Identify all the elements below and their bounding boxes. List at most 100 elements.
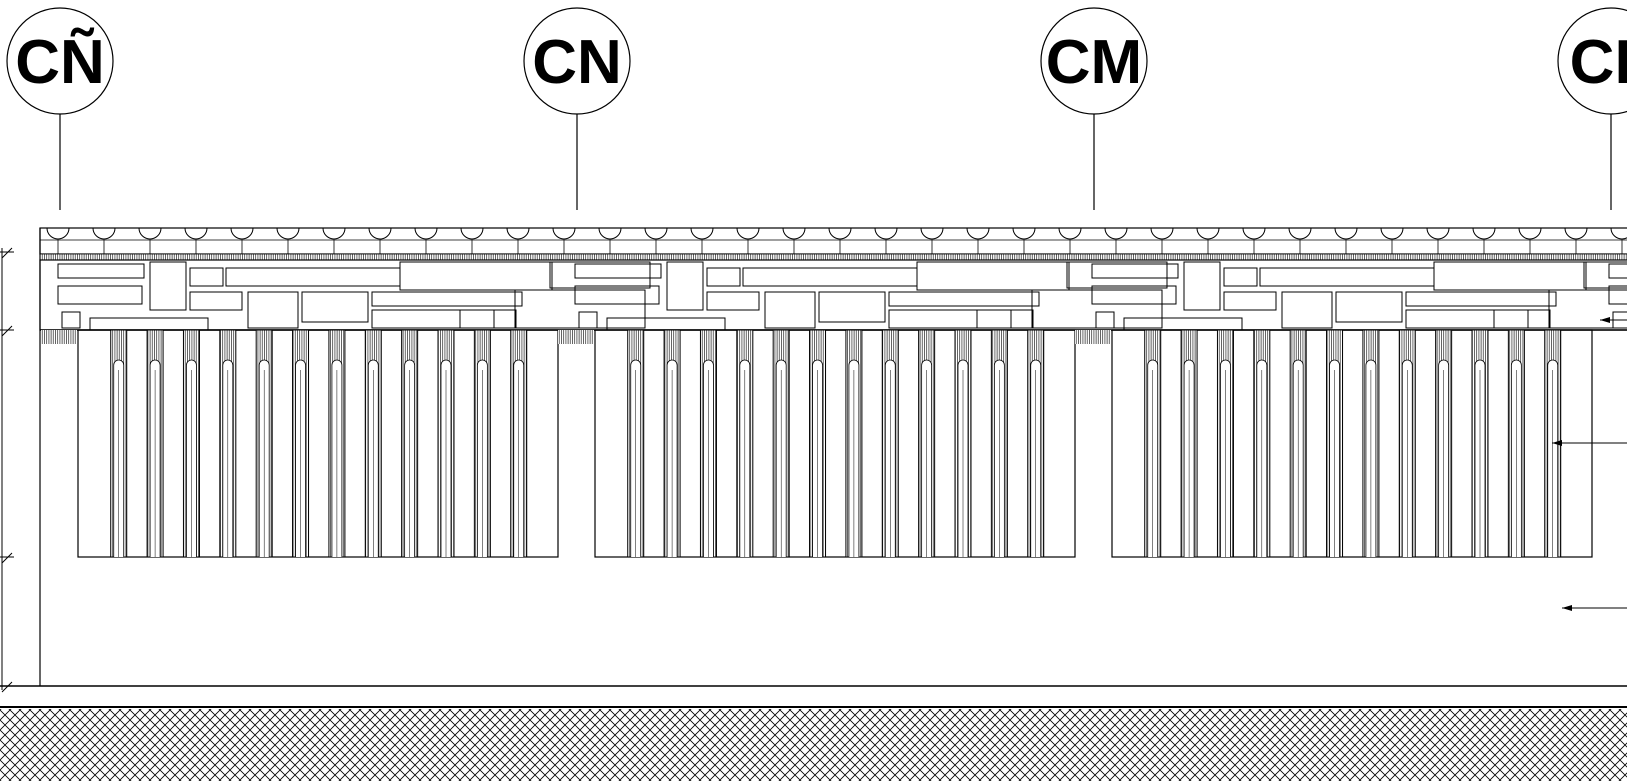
roof-scallop (1288, 227, 1312, 240)
roof-scallop (506, 227, 530, 240)
facade-block (149, 261, 187, 311)
column (809, 329, 827, 558)
column (1471, 329, 1489, 558)
leader-arrows (1552, 317, 1627, 611)
facade-block (1583, 261, 1627, 289)
facade-block (189, 291, 243, 311)
column (473, 329, 491, 558)
column (1144, 329, 1162, 558)
facade-block (1223, 291, 1277, 311)
axis-label: CÑ (15, 28, 105, 97)
roof-scallop (460, 227, 484, 240)
module-gap-hatch (1075, 330, 1111, 344)
column (364, 329, 382, 558)
column-modules (41, 329, 1593, 558)
facade-block (1608, 263, 1627, 279)
roof-scallop (1150, 227, 1174, 240)
axis-marker-cn: CN (523, 7, 631, 210)
facade-block (1405, 309, 1529, 329)
roof-scallop (230, 227, 254, 240)
axis-markers: CÑCNCMCL (6, 7, 1627, 210)
roof-scallop (414, 227, 438, 240)
roof-scallop (1472, 227, 1496, 240)
roof-scallop (1104, 227, 1128, 240)
column (918, 329, 936, 558)
column (1180, 329, 1198, 558)
roof-scallop (138, 227, 162, 240)
facade-block (1183, 261, 1221, 311)
column (437, 329, 455, 558)
module-gap-hatch (558, 330, 594, 344)
column (1216, 329, 1234, 558)
ground (0, 706, 1627, 781)
facade-block (247, 291, 299, 329)
roof-scallop (1564, 227, 1588, 240)
facade-block (1608, 285, 1627, 305)
column (255, 329, 273, 558)
column (1398, 329, 1416, 558)
column (1253, 329, 1271, 558)
facade-block (371, 309, 495, 329)
roof-scallop (1518, 227, 1542, 240)
facade-block (57, 263, 145, 279)
column (182, 329, 200, 558)
roof-scallop (874, 227, 898, 240)
facade-panels (39, 259, 1627, 331)
facade-block (399, 261, 553, 291)
module-frame (77, 329, 559, 558)
facade-block (1066, 261, 1168, 289)
column (1027, 329, 1045, 558)
facade-block (1091, 263, 1179, 279)
roof-scallop (1426, 227, 1450, 240)
roof-scallop (736, 227, 760, 240)
facade-block (61, 311, 81, 329)
facade-block (888, 291, 1040, 307)
dimension-slash (1, 681, 13, 693)
facade-block (574, 285, 660, 305)
column (881, 329, 899, 558)
facade-block (301, 291, 369, 323)
facade-block (1223, 267, 1258, 287)
facade-block (1091, 285, 1177, 305)
column (328, 329, 346, 558)
facade-block (1493, 309, 1551, 329)
roof-scallop (1610, 227, 1627, 240)
column (663, 329, 681, 558)
facade-block (459, 309, 517, 329)
leader-arrowhead (1600, 317, 1610, 323)
facade-block (1259, 267, 1435, 287)
column-module-1 (41, 329, 559, 558)
facade-block (706, 291, 760, 311)
roof-scallop (1012, 227, 1036, 240)
roof-scallop (598, 227, 622, 240)
leader-arrowhead (1562, 605, 1572, 611)
dimension-slash (1, 325, 13, 337)
column (736, 329, 754, 558)
facade-block (1335, 291, 1403, 323)
roof-scallop (184, 227, 208, 240)
column (110, 329, 128, 558)
facade-block (578, 311, 598, 329)
module-gap-hatch (41, 330, 77, 344)
column (627, 329, 645, 558)
axis-marker-cn-tilde: CÑ (6, 7, 114, 210)
facade-block (574, 263, 662, 279)
facade-block (976, 309, 1034, 329)
roof-scallop (1242, 227, 1266, 240)
axis-label: CL (1570, 28, 1627, 97)
roof-trim (39, 253, 1627, 261)
facade-block (89, 317, 209, 331)
roof-scallop (552, 227, 576, 240)
facade-block (549, 261, 651, 289)
dimension-slash (1, 247, 13, 259)
module-frame (594, 329, 1076, 558)
facade-block (371, 291, 523, 307)
facade-outline (39, 259, 1627, 331)
facade-block (1031, 289, 1163, 329)
column (1326, 329, 1344, 558)
facade-block (225, 267, 401, 287)
facade-block (1405, 291, 1557, 307)
column (1289, 329, 1307, 558)
roof-scallop (276, 227, 300, 240)
